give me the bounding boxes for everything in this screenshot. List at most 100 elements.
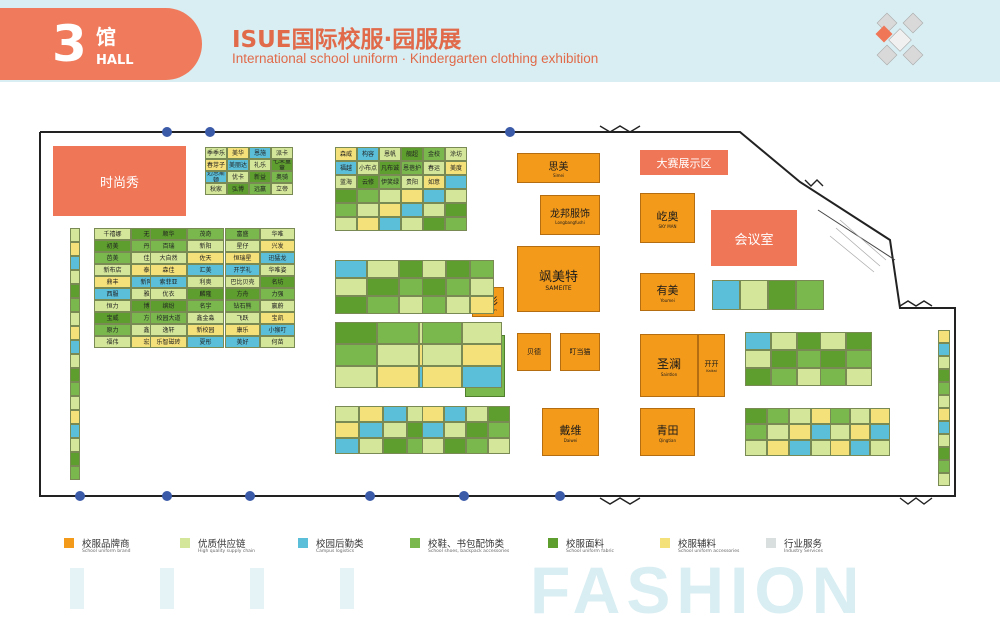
booth[interactable]: [383, 406, 407, 422]
booth[interactable]: [789, 440, 811, 456]
booth[interactable]: [444, 406, 466, 422]
booth[interactable]: 恩帆: [379, 147, 401, 161]
booth[interactable]: 钻石熊: [225, 300, 260, 312]
booth[interactable]: 名坊: [260, 276, 295, 288]
booth[interactable]: 构容: [357, 147, 379, 161]
booth[interactable]: [789, 424, 811, 440]
fashion-show-zone[interactable]: 时尚秀: [53, 146, 186, 216]
booth[interactable]: 恩施: [249, 147, 271, 159]
booth[interactable]: 金校: [423, 147, 445, 161]
booth[interactable]: 校园大道: [150, 312, 187, 324]
booth[interactable]: [383, 438, 407, 454]
booth[interactable]: 美丽达: [227, 159, 249, 171]
booth[interactable]: [712, 280, 740, 310]
booth[interactable]: [470, 260, 494, 278]
booth[interactable]: 小猴叮: [260, 324, 295, 336]
booth[interactable]: [470, 278, 494, 296]
booth[interactable]: [359, 438, 383, 454]
booth[interactable]: [767, 440, 789, 456]
booth[interactable]: [767, 408, 789, 424]
booth[interactable]: [830, 408, 850, 424]
booth[interactable]: 缤纷: [150, 300, 187, 312]
booth[interactable]: [383, 422, 407, 438]
booth[interactable]: 优衣: [150, 288, 187, 300]
booth[interactable]: 恒瑞星: [225, 252, 260, 264]
booth[interactable]: [938, 395, 950, 408]
booth[interactable]: 迈思斯顿: [205, 171, 227, 183]
booth[interactable]: [938, 369, 950, 382]
booth[interactable]: 富盛: [225, 228, 260, 240]
booth[interactable]: [462, 366, 502, 388]
booth[interactable]: 七朵童童: [271, 159, 293, 171]
booth[interactable]: 华唯姿: [260, 264, 295, 276]
booth[interactable]: 康乐: [225, 324, 260, 336]
booth[interactable]: [830, 440, 850, 456]
booth[interactable]: [846, 332, 872, 350]
booth[interactable]: [938, 330, 950, 343]
booth[interactable]: [444, 438, 466, 454]
booth[interactable]: [70, 368, 80, 382]
booth[interactable]: [446, 278, 470, 296]
booth[interactable]: [820, 368, 846, 386]
booth[interactable]: [422, 278, 446, 296]
booth[interactable]: [357, 189, 379, 203]
booth[interactable]: [377, 344, 419, 366]
booth[interactable]: [70, 326, 80, 340]
booth[interactable]: [796, 280, 824, 310]
booth[interactable]: [357, 203, 379, 217]
booth[interactable]: [745, 350, 771, 368]
booth[interactable]: [445, 175, 467, 189]
competition-zone[interactable]: 大赛展示区: [640, 150, 728, 175]
booth[interactable]: 美好: [225, 336, 260, 348]
booth[interactable]: [444, 422, 466, 438]
booth[interactable]: 大自然: [150, 252, 187, 264]
booth[interactable]: 小布点: [357, 161, 379, 175]
booth[interactable]: [938, 447, 950, 460]
booth-dingdangmao[interactable]: 叮当猫: [560, 333, 600, 371]
booth[interactable]: 福越: [335, 161, 357, 175]
booth[interactable]: [422, 438, 444, 454]
booth[interactable]: [70, 354, 80, 368]
booth[interactable]: 夏彤: [187, 336, 224, 348]
booth[interactable]: [870, 440, 890, 456]
booth[interactable]: 迅猛龙: [260, 252, 295, 264]
booth-beide[interactable]: 贝德: [517, 333, 551, 371]
booth[interactable]: 何苗: [260, 336, 295, 348]
booth[interactable]: 凡布诚: [379, 161, 401, 175]
booth[interactable]: 芭美: [94, 252, 131, 264]
booth[interactable]: [379, 203, 401, 217]
booth[interactable]: 季季乐: [205, 147, 227, 159]
booth[interactable]: 赢蔚: [260, 300, 295, 312]
booth[interactable]: 新阳: [187, 240, 224, 252]
booth[interactable]: [470, 296, 494, 314]
booth[interactable]: 利奥: [187, 276, 224, 288]
booth[interactable]: 涂坊: [445, 147, 467, 161]
booth[interactable]: [401, 217, 423, 231]
booth[interactable]: [379, 217, 401, 231]
booth[interactable]: [466, 406, 488, 422]
booth[interactable]: 新布店: [94, 264, 131, 276]
booth[interactable]: 鑫金淼: [187, 312, 224, 324]
booth[interactable]: [335, 366, 377, 388]
booth[interactable]: [938, 356, 950, 369]
booth[interactable]: 礼乐: [249, 159, 271, 171]
booth[interactable]: [422, 344, 462, 366]
booth[interactable]: 顺华: [150, 228, 187, 240]
booth[interactable]: [488, 422, 510, 438]
booth[interactable]: 鼎丰: [94, 276, 131, 288]
booth[interactable]: [488, 406, 510, 422]
booth[interactable]: 百瑞: [150, 240, 187, 252]
booth[interactable]: [466, 438, 488, 454]
booth[interactable]: [335, 322, 377, 344]
booth[interactable]: [423, 189, 445, 203]
booth[interactable]: 宝威: [94, 312, 131, 324]
booth[interactable]: 巴比贝壳: [225, 276, 260, 288]
booth[interactable]: [401, 189, 423, 203]
booth[interactable]: 弘博: [227, 183, 249, 195]
booth[interactable]: 美华: [227, 147, 249, 159]
booth[interactable]: [938, 343, 950, 356]
booth[interactable]: 力强: [260, 288, 295, 300]
